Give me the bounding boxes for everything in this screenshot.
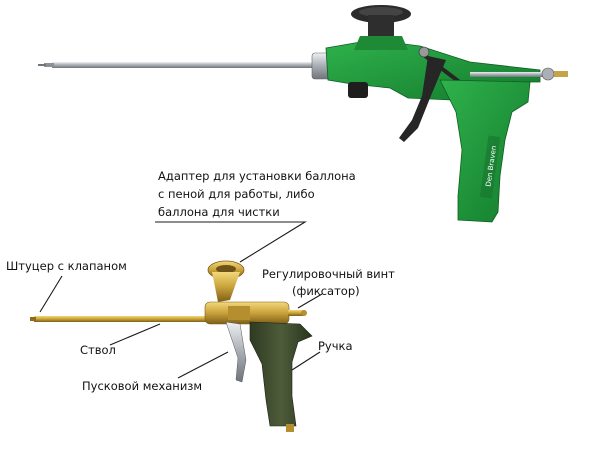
brass-gun-trigger xyxy=(225,321,247,383)
leader-handle xyxy=(291,351,321,371)
green-gun-handle xyxy=(439,79,531,223)
brand-plate: Den Braven xyxy=(479,135,501,199)
green-gun-barrel xyxy=(52,62,314,68)
adjusting-screw xyxy=(288,310,304,316)
brass-foam-gun xyxy=(30,260,313,432)
leader-adapter xyxy=(155,221,307,263)
leader-nipple xyxy=(39,275,63,313)
label-handle: Ручка xyxy=(318,339,353,353)
label-nipple: Штуцер с клапаном xyxy=(6,259,127,273)
label-trigger: Пусковой механизм xyxy=(82,379,203,393)
brass-gun-handle xyxy=(249,321,313,427)
green-foam-gun: Den Braven xyxy=(38,5,568,223)
label-screw-line1: Регулировочный винт xyxy=(262,267,395,281)
leader-screw xyxy=(297,293,323,309)
leader-lines xyxy=(39,221,323,379)
label-screw-line2: (фиксатор) xyxy=(292,284,360,298)
label-adapter-line2: с пеной для работы, либо xyxy=(158,187,315,201)
label-adapter-line3: баллона для чистки xyxy=(158,205,280,219)
label-barrel: Ствол xyxy=(80,343,116,357)
label-adapter-line1: Адаптер для установки баллона xyxy=(158,169,356,183)
leader-barrel xyxy=(109,323,161,346)
green-gun-trigger xyxy=(399,56,446,142)
brass-gun-barrel xyxy=(34,316,230,322)
leader-trigger xyxy=(177,351,229,379)
